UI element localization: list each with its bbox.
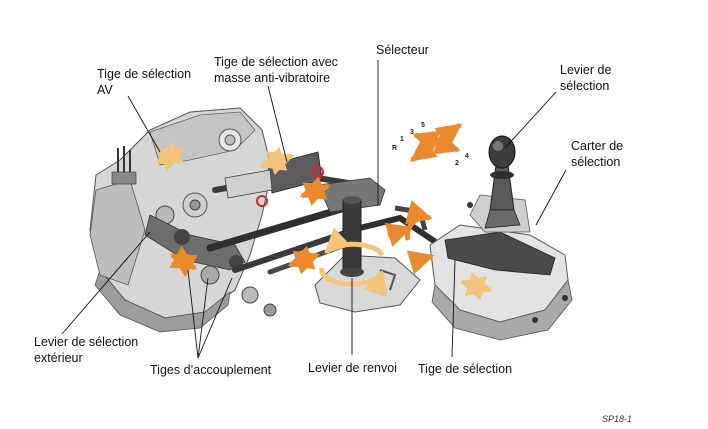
label-tige-selection-masse: Tige de sélection avec masse anti-vibrat… bbox=[214, 54, 338, 86]
label-line: sélection bbox=[571, 155, 621, 169]
figure-reference: SP18-1 bbox=[602, 414, 633, 424]
gear-label-3: 3 bbox=[410, 129, 414, 136]
label-carter-selection: Carter de sélection bbox=[571, 138, 623, 170]
label-line: Levier de sélection bbox=[34, 335, 139, 349]
label-line: AV bbox=[97, 83, 113, 97]
gear-label-r: R bbox=[392, 145, 397, 152]
label-tige-selection: Tige de sélection bbox=[418, 362, 513, 376]
selector-housing bbox=[429, 135, 573, 341]
label-line: Tige de sélection avec bbox=[214, 55, 338, 69]
gear-pattern: R 1 3 5 2 4 bbox=[392, 122, 469, 167]
label-line: masse anti-vibratoire bbox=[214, 71, 331, 85]
label-line: sélection bbox=[560, 79, 610, 93]
label-line: extérieur bbox=[34, 351, 83, 365]
label-tiges-accouplement: Tiges d’accouplement bbox=[150, 363, 272, 377]
label-line: Levier de bbox=[560, 63, 612, 77]
gear-label-5: 5 bbox=[421, 122, 425, 129]
label-levier-exterieur: Levier de sélection extérieur bbox=[34, 334, 138, 366]
gearbox-housing bbox=[89, 107, 277, 333]
linkage-assembly bbox=[206, 151, 443, 275]
gear-label-2: 2 bbox=[455, 160, 459, 167]
label-levier-selection: Levier de sélection bbox=[560, 62, 611, 94]
label-line: Carter de bbox=[571, 139, 624, 153]
label-levier-renvoi: Levier de renvoi bbox=[308, 361, 397, 375]
label-tige-selection-av: Tige de sélection AV bbox=[97, 66, 191, 98]
gear-label-1: 1 bbox=[400, 136, 404, 143]
label-line: Tige de sélection bbox=[97, 67, 192, 81]
gear-label-4: 4 bbox=[465, 153, 469, 160]
motion-arrows bbox=[155, 140, 493, 301]
leader-lines bbox=[61, 60, 567, 359]
label-selecteur: Sélecteur bbox=[376, 43, 429, 57]
